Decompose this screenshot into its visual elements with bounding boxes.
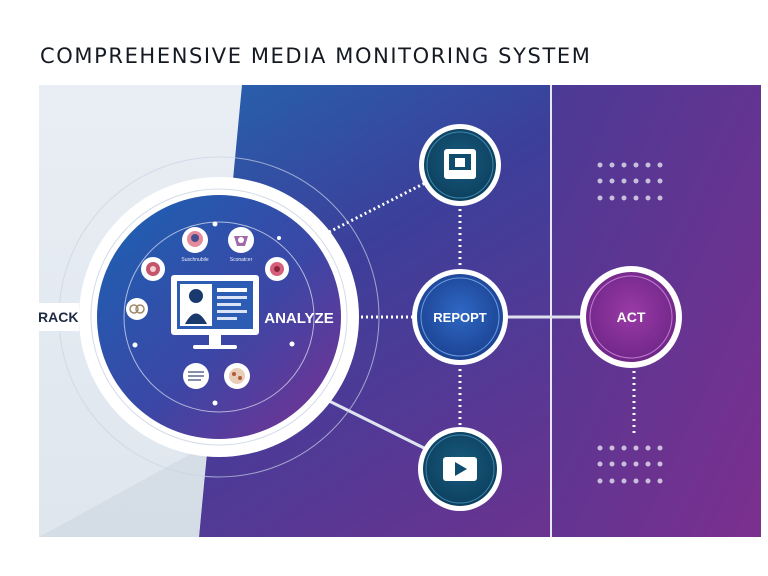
connector-hub-top bbox=[328, 180, 428, 234]
media-source-icon-6 bbox=[183, 363, 209, 389]
video-node[interactable] bbox=[418, 427, 502, 511]
media-source-icon-1 bbox=[182, 227, 208, 253]
icon-caption-top-left: Suschnubile bbox=[181, 257, 208, 263]
media-source-icon-2 bbox=[228, 227, 254, 253]
report-label: REPOPT bbox=[433, 310, 487, 325]
icon-caption-top-right: Sconatcer bbox=[230, 257, 253, 263]
act-node[interactable]: ACT bbox=[580, 266, 682, 368]
hub: Suschnubile Sconatcer bbox=[58, 156, 380, 478]
dot-grid-bottom bbox=[597, 445, 663, 484]
hub-orbit bbox=[123, 221, 315, 413]
report-node[interactable]: REPOPT bbox=[412, 269, 508, 365]
diagram: Suschnubile Sconatcer bbox=[39, 85, 761, 537]
monitor-node[interactable] bbox=[419, 124, 501, 206]
media-source-icon-5 bbox=[126, 298, 148, 320]
media-source-icon-3 bbox=[141, 257, 165, 281]
connector-hub-bottom bbox=[320, 395, 425, 450]
media-source-icon-4 bbox=[265, 257, 289, 281]
analyze-label: ANALYZE bbox=[264, 310, 333, 327]
page-title: COMPREHENSIVE MEDIA MONITORING SYSTEM bbox=[40, 44, 592, 68]
monitor-screen-icon bbox=[444, 149, 476, 179]
media-source-icon-7 bbox=[224, 363, 250, 389]
act-label: ACT bbox=[617, 309, 646, 325]
desktop-profile-icon bbox=[171, 275, 259, 349]
track-label: TRACK bbox=[39, 309, 79, 325]
video-play-icon bbox=[443, 457, 477, 481]
dot-grid-top bbox=[597, 162, 663, 201]
